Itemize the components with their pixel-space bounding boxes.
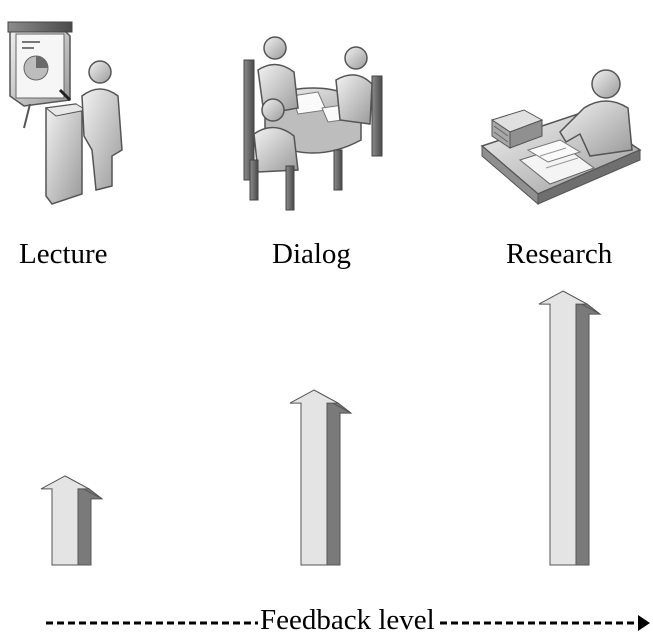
group-discussion-icon xyxy=(243,36,383,211)
column-label-research: Research xyxy=(506,238,613,270)
feedback-axis xyxy=(46,615,650,631)
feedback-arrows xyxy=(40,290,602,566)
column-label-lecture: Lecture xyxy=(19,238,108,270)
axis-arrowhead xyxy=(638,615,650,631)
feedback-level-label: Feedback level xyxy=(258,604,437,637)
person-studying-documents-icon xyxy=(480,69,642,206)
feedback-arrow-lecture xyxy=(40,475,104,566)
feedback-arrow-dialog xyxy=(289,389,353,566)
presenter-at-podium-icon xyxy=(7,21,123,205)
column-label-dialog: Dialog xyxy=(272,238,351,270)
feedback-arrow-research xyxy=(538,290,602,566)
